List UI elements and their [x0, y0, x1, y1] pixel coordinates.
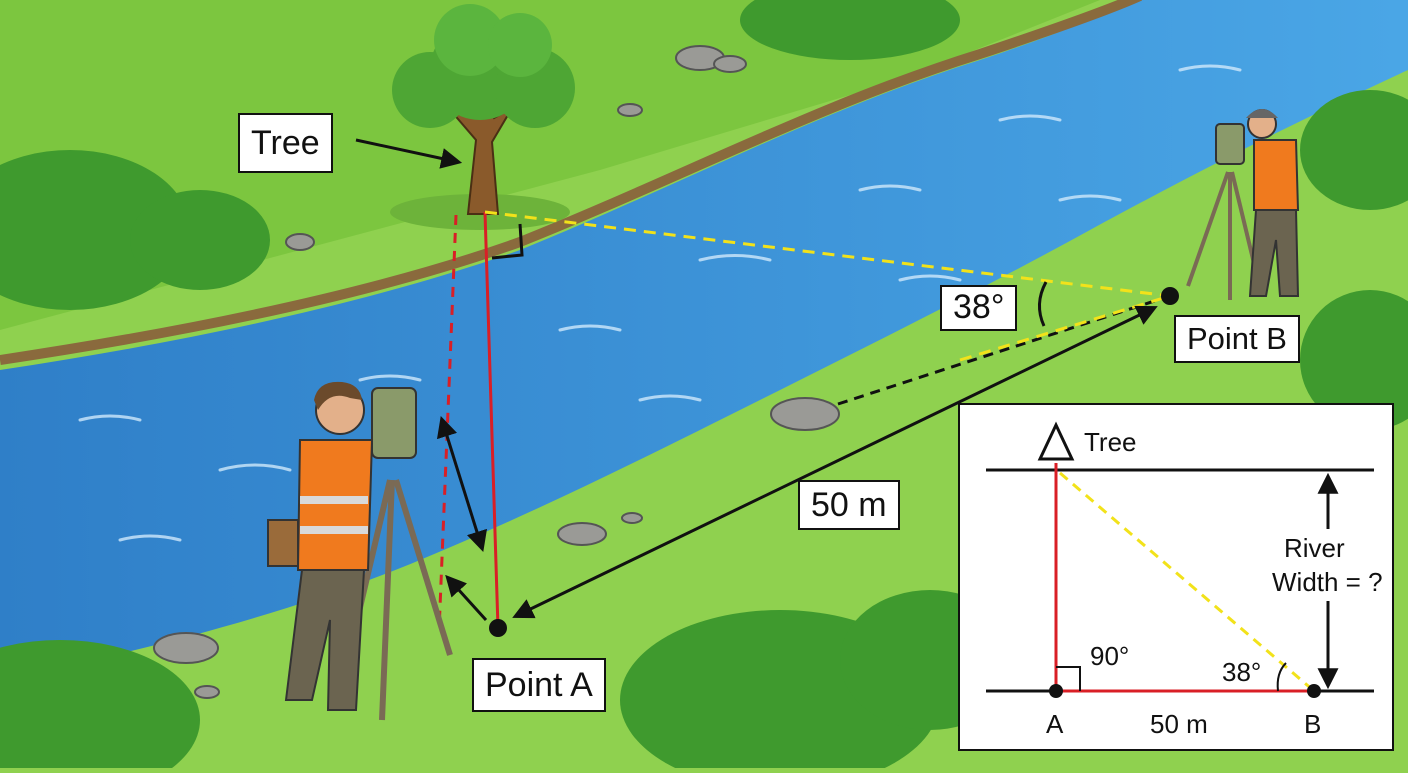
angle-arc-b	[1038, 281, 1048, 327]
inset-right-angle-label: 90°	[1090, 641, 1130, 671]
angle-b-label: 38°	[940, 285, 1018, 331]
surveyor-b-illustration	[1186, 109, 1300, 300]
inset-right-angle	[1056, 666, 1081, 691]
inset-geometry	[986, 421, 1374, 698]
inset-angle-b-label: 38°	[1222, 657, 1262, 687]
sight-line-a-tree	[483, 211, 500, 629]
tree-label-arrow	[355, 138, 463, 169]
inset-baseline-label: 50 m	[1150, 709, 1208, 739]
inset-tree-label: Tree	[1084, 427, 1137, 457]
surveyor-pointer-arrow	[445, 574, 488, 622]
baseline-arrow	[512, 305, 1158, 619]
right-angle-mark	[491, 223, 524, 260]
distance-label: 50 m	[798, 480, 900, 530]
sight-line-b-tree	[484, 210, 1171, 298]
inset-angle-arc	[1276, 662, 1287, 692]
inset-width-label: Width = ?	[1272, 567, 1383, 597]
inset-point-b-label: B	[1304, 709, 1322, 739]
inset-hypotenuse	[1059, 471, 1315, 693]
river-width-arrow	[436, 415, 488, 553]
inset-river-label: River	[1284, 533, 1345, 563]
point-b-dot	[1161, 287, 1179, 305]
point-a-label: Point A	[472, 658, 606, 712]
inset-point-a-label: A	[1046, 709, 1064, 739]
inset-tree-triangle	[1037, 421, 1075, 461]
surveyor-a-illustration	[267, 381, 453, 721]
tree-illustration	[390, 4, 575, 230]
far-riverbank	[0, 0, 1143, 365]
far-bank-shade	[0, 0, 1100, 330]
inset-point-a-dot	[1049, 684, 1063, 698]
inset-point-b-dot	[1307, 684, 1321, 698]
tree-label: Tree	[238, 113, 333, 173]
point-b-label: Point B	[1174, 315, 1300, 363]
inset-diagram: Tree River Width = ? 90° 38° A 50 m B	[958, 403, 1394, 751]
point-a-dot	[489, 619, 507, 637]
